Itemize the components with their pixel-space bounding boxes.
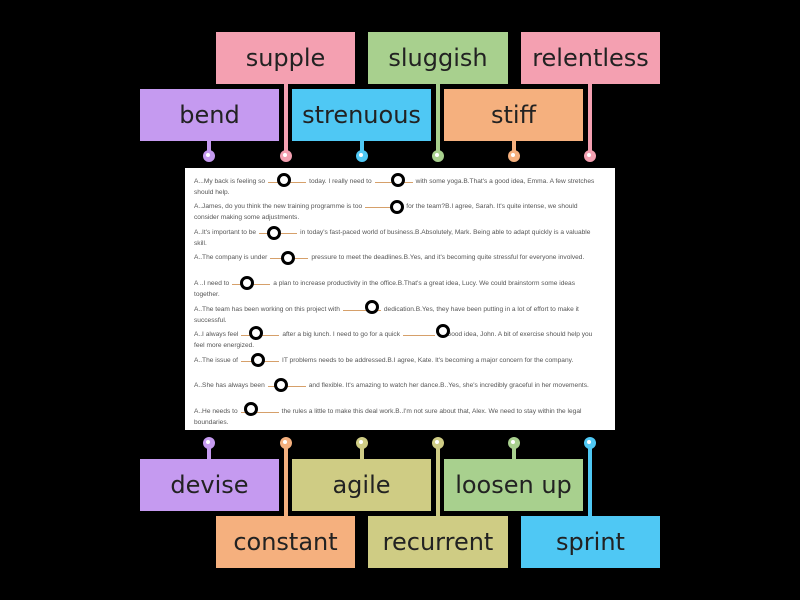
sentence-text: A..The company is under xyxy=(194,254,268,261)
sentence-text: with some yoga.B.That's a good idea, Emm… xyxy=(194,178,595,196)
drop-slot-2[interactable] xyxy=(390,200,404,214)
drop-slot-1b[interactable] xyxy=(391,173,405,187)
connector-stem xyxy=(588,447,592,516)
sentence-text: today. I really need to xyxy=(309,178,372,185)
word-tile-devise[interactable]: devise xyxy=(140,459,279,511)
sentence-2: A..James, do you think the new training … xyxy=(194,201,596,224)
connector-stem xyxy=(436,447,440,516)
sentence-text: A..It's important to be xyxy=(194,229,257,236)
answer-blank xyxy=(342,304,381,311)
sentence-text: in today's fast-paced world of business.… xyxy=(194,229,591,247)
answer-blank xyxy=(403,329,436,336)
drop-slot-8[interactable] xyxy=(251,353,265,367)
connector-stem xyxy=(512,447,516,459)
word-tile-recurrent[interactable]: recurrent xyxy=(368,516,508,568)
word-tile-agile[interactable]: agile xyxy=(292,459,431,511)
connector-stem xyxy=(207,447,211,459)
sentence-4: A..The company is under pressure to meet … xyxy=(194,252,596,264)
connector-pin[interactable] xyxy=(584,437,596,449)
word-tile-sprint[interactable]: sprint xyxy=(521,516,660,568)
drop-slot-9[interactable] xyxy=(274,378,288,392)
word-tile-bend[interactable]: bend xyxy=(140,89,279,141)
word-tile-stiff[interactable]: stiff xyxy=(444,89,583,141)
connector-pin[interactable] xyxy=(356,150,368,162)
sentence-text: .B.Good idea, John. A bit of exercise sh… xyxy=(194,331,593,349)
sentence-text: after a big lunch. I need to go for a qu… xyxy=(282,331,401,338)
sentence-6: A..The team has been working on this pro… xyxy=(194,304,596,327)
sentence-text: A..He needs to xyxy=(194,408,238,415)
connector-stem xyxy=(360,141,364,153)
sentence-text: A ..I need to xyxy=(194,280,230,287)
connector-pin[interactable] xyxy=(432,437,444,449)
connector-pin[interactable] xyxy=(432,150,444,162)
connector-pin[interactable] xyxy=(508,150,520,162)
sentence-text: pressure to meet the deadlines.B.Yes, an… xyxy=(311,254,585,261)
connector-pin[interactable] xyxy=(508,437,520,449)
connector-pin[interactable] xyxy=(356,437,368,449)
drop-slot-4[interactable] xyxy=(281,251,295,265)
drop-slot-3[interactable] xyxy=(267,226,281,240)
drop-slot-10[interactable] xyxy=(244,402,258,416)
sentence-text: A...My back is feeling so xyxy=(194,178,266,185)
sentence-text: the rules a little to make this deal wor… xyxy=(194,408,582,426)
sentence-text: a plan to increase productivity in the o… xyxy=(194,280,576,298)
connector-pin[interactable] xyxy=(280,150,292,162)
sentence-text: IT problems needs to be addressed.B.I ag… xyxy=(281,357,574,364)
drop-slot-6[interactable] xyxy=(365,300,379,314)
sentence-text: A..She has always been xyxy=(194,382,265,389)
connector-stem xyxy=(207,141,211,153)
connector-pin[interactable] xyxy=(280,437,292,449)
sentence-text: A..The team has been working on this pro… xyxy=(194,306,340,313)
sentence-text: and flexible. It's amazing to watch her … xyxy=(308,382,589,389)
connector-pin[interactable] xyxy=(203,150,215,162)
sentence-text: A..James, do you think the new training … xyxy=(194,203,363,210)
answer-blank xyxy=(365,201,404,208)
connector-stem xyxy=(360,447,364,459)
connector-stem xyxy=(436,84,440,153)
connector-pin[interactable] xyxy=(584,150,596,162)
sentence-text: A..I always feel xyxy=(194,331,239,338)
drop-slot-7a[interactable] xyxy=(249,326,263,340)
word-tile-supple[interactable]: supple xyxy=(216,32,355,84)
connector-stem xyxy=(284,84,288,153)
sentence-text: for the team?B.I agree, Sarah. It's quit… xyxy=(194,203,578,221)
answer-blank xyxy=(240,406,279,413)
word-tile-loosen-up[interactable]: loosen up xyxy=(444,459,583,511)
sentence-9: A..She has always been and flexible. It's… xyxy=(194,380,596,392)
word-tile-strenuous[interactable]: strenuous xyxy=(292,89,431,141)
sentence-text: dedication.B.Yes, they have been putting… xyxy=(194,306,579,324)
word-tile-relentless[interactable]: relentless xyxy=(521,32,660,84)
drop-slot-7b[interactable] xyxy=(436,324,450,338)
connector-stem xyxy=(588,84,592,153)
drop-slot-5[interactable] xyxy=(240,276,254,290)
connector-pin[interactable] xyxy=(203,437,215,449)
drop-slot-1a[interactable] xyxy=(277,173,291,187)
connector-stem xyxy=(512,141,516,153)
connector-stem xyxy=(284,447,288,516)
word-tile-sluggish[interactable]: sluggish xyxy=(368,32,508,84)
word-tile-constant[interactable]: constant xyxy=(216,516,355,568)
sentence-text: A..The issue of xyxy=(194,357,238,364)
